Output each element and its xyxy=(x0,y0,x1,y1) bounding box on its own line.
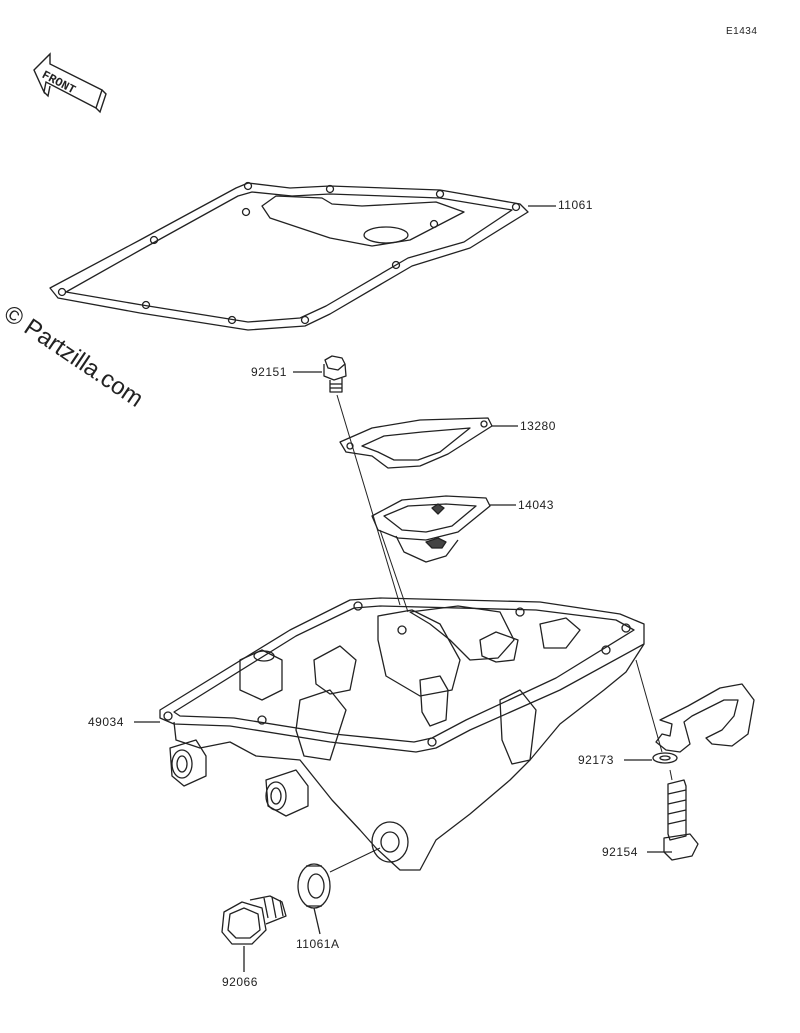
assembly-line-5 xyxy=(329,847,381,873)
leader-11061A xyxy=(313,907,321,935)
part-label-11061: 11061 xyxy=(558,198,593,212)
drain-plug-92066 xyxy=(221,895,287,945)
washer-11061A xyxy=(297,863,331,909)
assembly-line-4 xyxy=(669,769,673,781)
diagram-code: E1434 xyxy=(726,26,758,37)
oil-pan-49034 xyxy=(159,597,645,871)
part-label-11061A: 11061A xyxy=(296,937,340,951)
gasket-11061 xyxy=(49,181,529,331)
part-label-13280: 13280 xyxy=(520,419,556,433)
assembly-line-2 xyxy=(379,529,409,613)
part-label-49034: 49034 xyxy=(88,715,124,729)
part-label-92154: 92154 xyxy=(602,845,638,859)
bracket-92173 xyxy=(652,683,755,764)
part-label-92151: 92151 xyxy=(251,365,287,379)
strainer-plate-13280 xyxy=(339,417,493,469)
strainer-14043 xyxy=(371,495,491,563)
assembly-line-1 xyxy=(336,394,401,606)
bolt-92154 xyxy=(663,779,699,861)
bolt-92151 xyxy=(323,355,347,393)
part-label-14043: 14043 xyxy=(518,498,554,512)
part-label-92173: 92173 xyxy=(578,753,614,767)
front-arrow-icon xyxy=(33,52,107,114)
assembly-line-3 xyxy=(635,659,663,753)
part-label-92066: 92066 xyxy=(222,975,258,989)
